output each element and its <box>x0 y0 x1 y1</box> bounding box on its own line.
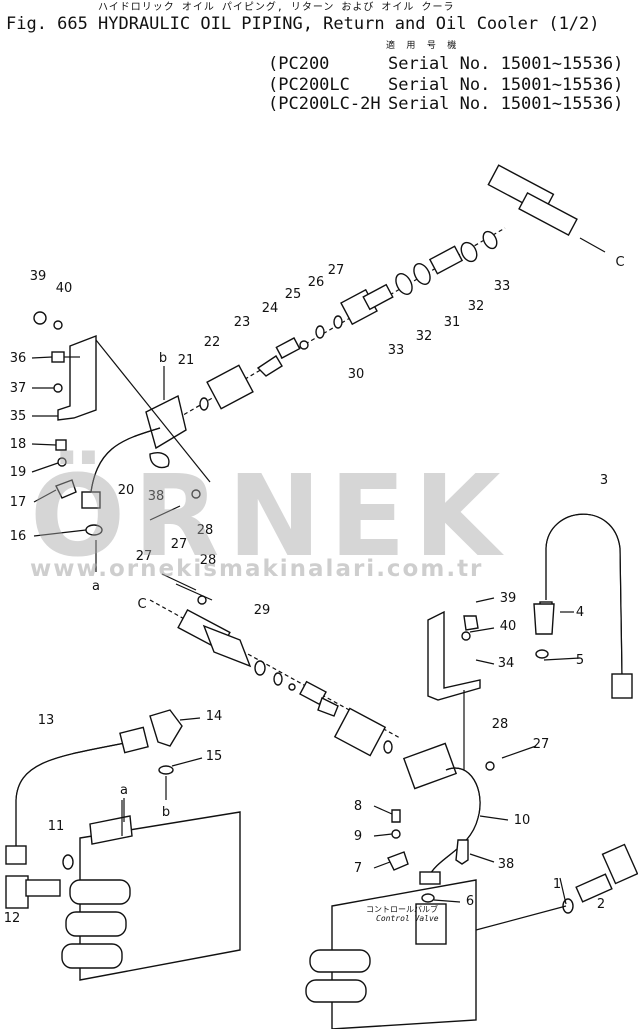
ref-c: C <box>615 255 624 270</box>
callout-labels: 1 2 3 4 5 6 7 8 9 10 11 12 13 14 15 16 1… <box>4 255 625 926</box>
callout-18: 18 <box>10 437 27 452</box>
callout-40b: 40 <box>500 619 517 634</box>
callout-27d: 27 <box>533 737 550 752</box>
callout-38b: 38 <box>498 857 515 872</box>
ref-b-lower: b <box>162 805 170 820</box>
callout-19: 19 <box>10 465 27 480</box>
callout-26: 26 <box>308 275 325 290</box>
middle-fitting-chain <box>149 583 401 757</box>
serial-row: (PC200LC Serial No. 15001~15536) <box>268 75 623 95</box>
callout-27b: 27 <box>136 549 153 564</box>
callout-28b: 28 <box>200 553 217 568</box>
control-valve-label-jp: コントロールバルブ <box>366 905 438 914</box>
callout-28c: 28 <box>492 717 509 732</box>
hose-right <box>539 513 638 914</box>
control-valve-left <box>61 800 241 981</box>
callout-35: 35 <box>10 409 27 424</box>
callout-28: 28 <box>197 523 214 538</box>
applicable-models-label: 適 用 号 機 <box>386 41 460 51</box>
callout-31: 31 <box>444 315 461 330</box>
model-name: (PC200LC <box>268 75 350 95</box>
callout-16: 16 <box>10 529 27 544</box>
small-hardware <box>33 311 555 903</box>
callout-33b: 33 <box>494 279 511 294</box>
callout-17: 17 <box>10 495 27 510</box>
callout-3: 3 <box>600 473 608 488</box>
callout-8: 8 <box>354 799 362 814</box>
control-valve-label: Control Valve <box>376 914 439 923</box>
callout-29: 29 <box>254 603 271 618</box>
serial-range: Serial No. 15001~15536) <box>388 75 624 95</box>
callout-13: 13 <box>38 713 55 728</box>
callout-5: 5 <box>576 653 584 668</box>
hose-left <box>5 709 183 909</box>
callout-32: 32 <box>416 329 433 344</box>
callout-6: 6 <box>466 894 474 909</box>
ref-b: b <box>159 351 167 366</box>
callout-23: 23 <box>234 315 251 330</box>
ref-a: a <box>92 579 100 594</box>
upper-fitting-chain <box>145 227 506 450</box>
callout-39b: 39 <box>500 591 517 606</box>
callout-15: 15 <box>206 749 223 764</box>
callout-39: 39 <box>30 269 47 284</box>
bracket-and-pipe-right <box>402 610 537 885</box>
callout-22: 22 <box>204 335 221 350</box>
callout-7: 7 <box>354 861 362 876</box>
control-valve-right <box>305 879 567 1029</box>
callout-14: 14 <box>206 709 223 724</box>
callout-2: 2 <box>597 897 605 912</box>
serial-row: (PC200 Serial No. 15001~15536) <box>268 54 623 74</box>
callout-24: 24 <box>262 301 279 316</box>
serial-range: Serial No. 15001~15536) <box>388 54 624 74</box>
callout-12: 12 <box>4 911 21 926</box>
watermark-logo: ÖRNEK <box>30 452 509 582</box>
callout-37: 37 <box>10 381 27 396</box>
title-japanese: ハイドロリック オイル パイピング, リターン および オイル クーラ <box>98 2 455 13</box>
callout-30: 30 <box>348 367 365 382</box>
bracket-and-hose-upper <box>57 334 211 509</box>
callout-21: 21 <box>178 353 195 368</box>
callout-9: 9 <box>354 829 362 844</box>
serial-row: (PC200LC-2H Serial No. 15001~15536) <box>268 94 623 114</box>
ref-a-lower: a <box>120 783 128 798</box>
callout-34: 34 <box>498 656 515 671</box>
callout-33: 33 <box>388 343 405 358</box>
callout-40: 40 <box>56 281 73 296</box>
callout-38: 38 <box>148 489 165 504</box>
callout-11: 11 <box>48 819 65 834</box>
model-name: (PC200 <box>268 54 330 74</box>
callout-25: 25 <box>285 287 302 302</box>
pipe-tee <box>487 164 606 253</box>
callout-32b: 32 <box>468 299 485 314</box>
figure-number: Fig. 665 <box>6 14 88 34</box>
serial-range: Serial No. 15001~15536) <box>388 94 624 114</box>
callout-4: 4 <box>576 605 584 620</box>
figure-title: HYDRAULIC OIL PIPING, Return and Oil Coo… <box>98 14 600 34</box>
watermark-url: www.ornekismakinalari.com.tr <box>30 556 484 582</box>
callout-36: 36 <box>10 351 27 366</box>
model-name: (PC200LC-2H <box>268 94 381 114</box>
callout-27c: 27 <box>171 537 188 552</box>
callout-10: 10 <box>514 813 531 828</box>
callout-27: 27 <box>328 263 345 278</box>
callout-1: 1 <box>553 877 561 892</box>
ref-c-lower: C <box>137 597 146 612</box>
callout-20: 20 <box>118 483 135 498</box>
leader-lines <box>31 356 581 905</box>
